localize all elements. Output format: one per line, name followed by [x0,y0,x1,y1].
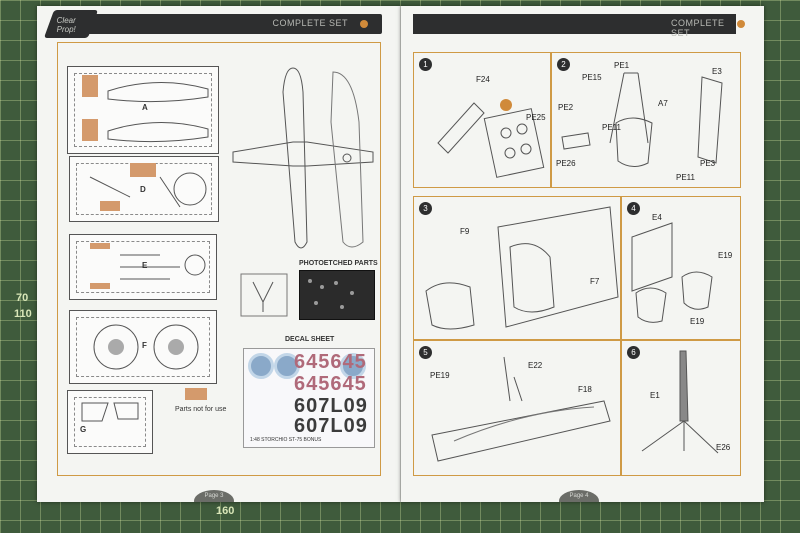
clear-part [82,119,98,141]
header-title: COMPLETE SET [671,18,725,38]
parts-drawing [89,172,207,208]
instrument-panel-drawing [437,99,545,178]
step-number: 3 [419,202,432,215]
sprue-label: D [140,185,146,194]
sprue-g: G [67,390,153,454]
part-label: PE25 [526,113,546,122]
step-number: 1 [419,58,432,71]
engine-drawing [93,324,199,370]
sprue-e: E [69,234,217,300]
seat-drawing [561,72,723,167]
photoetched-title: PHOTOETCHED PARTS [299,260,378,267]
parts-not-for-use-swatch [185,388,207,400]
part-label: F18 [578,385,592,394]
part-label: E4 [652,213,662,222]
page-number: Page 4 [559,490,599,502]
header-dot-icon [360,20,368,28]
step-number: 4 [627,202,640,215]
header-dot-icon [737,20,745,28]
pe-part [350,291,354,295]
fuselage-drawing [107,81,209,143]
clear-part [130,163,156,177]
decal-number-row: 645645 [294,373,367,395]
page-frame [57,42,381,476]
part-label: E19 [718,251,733,260]
assembly-step-3: 3 F9 F7 [413,196,621,340]
roundel-decal [248,353,274,379]
parts-drawing [81,402,139,422]
part-label: E22 [528,361,543,370]
part-label: PE15 [582,73,602,82]
photoetched-sheet [299,270,375,320]
decal-title: DECAL SHEET [285,336,335,343]
part-label: PE26 [556,159,576,168]
assembly-step-5: 5 E22 PE19 F18 [413,340,621,476]
rudder-pedal-drawing [631,222,713,323]
assembly-step-2: 2 PE1 PE15 PE2 A7 E3 PE11 PE26 PE3 PE11 [551,52,741,188]
part-label: PE2 [558,103,574,112]
decal-footer: 1:48 STORCHIO ST-75 BONUS [250,437,322,443]
mat-ruler-mark: 110 [14,308,32,320]
step-number: 5 [419,346,432,359]
step-number: 2 [557,58,570,71]
instruction-page-left: Clear Prop! COMPLETE SET A D E [37,6,401,502]
decal-number-row: 607L09 [294,415,368,437]
page-header-bar: COMPLETE SET [413,14,745,38]
control-stick-drawing [641,350,719,454]
part-label: PE11 [676,173,695,182]
roundel-decal [340,353,366,379]
parts-not-for-use-label: Parts not for use [175,406,227,413]
pe-part [334,281,338,285]
assembly-step-4: 4 E4 E19 E19 [621,196,741,340]
mat-ruler-mark: 160 [216,505,235,517]
part-label: PE3 [700,159,716,168]
sprue-label: F [142,341,147,350]
header-title: COMPLETE SET [272,18,348,28]
cockpit-floor-drawing [431,356,611,462]
parts-drawing [120,254,206,280]
part-label: E26 [716,443,731,452]
roundel-decal [274,353,300,379]
step-number: 6 [627,346,640,359]
sprue-label: E [142,261,148,270]
page-number: Page 3 [194,490,234,502]
clear-part [100,201,120,211]
sprue-d: D [69,156,219,222]
page-header-bar: COMPLETE SET [77,14,382,34]
sprue-label: A [142,103,148,112]
part-label: E3 [712,67,722,76]
landing-gear-drawing [240,273,288,317]
decal-number-row: 645645 [294,351,367,373]
decal-sheet: 645645 645645 607L09 607L09 1:48 STORCHI… [243,348,375,448]
part-label: A7 [658,99,668,108]
part-label: PE19 [430,371,450,380]
part-label: F9 [460,227,470,236]
pe-part [314,301,318,305]
pe-part [340,305,344,309]
assembly-step-6: 6 E1 E26 [621,340,741,476]
part-label: E19 [690,317,705,326]
clear-part [82,75,98,97]
clear-part [90,283,110,289]
pe-part [320,285,324,289]
bulkhead-drawing [425,206,619,330]
assembly-step-1: 1 F24 PE25 [413,52,551,188]
sprue-f: F [69,310,217,384]
pe-part [308,279,312,283]
sprue-a: A [67,66,219,154]
part-label: E1 [650,391,660,400]
wing-drawing [232,67,374,249]
decal-number-row: 607L09 [294,395,368,417]
mat-ruler-mark: 70 [16,292,29,304]
clear-part [90,243,110,249]
part-label: PE1 [614,61,630,70]
part-label: F24 [476,75,490,84]
part-label: F7 [590,277,600,286]
part-label: PE11 [602,123,621,132]
sprue-label: G [80,425,87,434]
instruction-page-right: COMPLETE SET 1 F24 PE25 2 PE1 PE15 PE2 A… [401,6,764,502]
